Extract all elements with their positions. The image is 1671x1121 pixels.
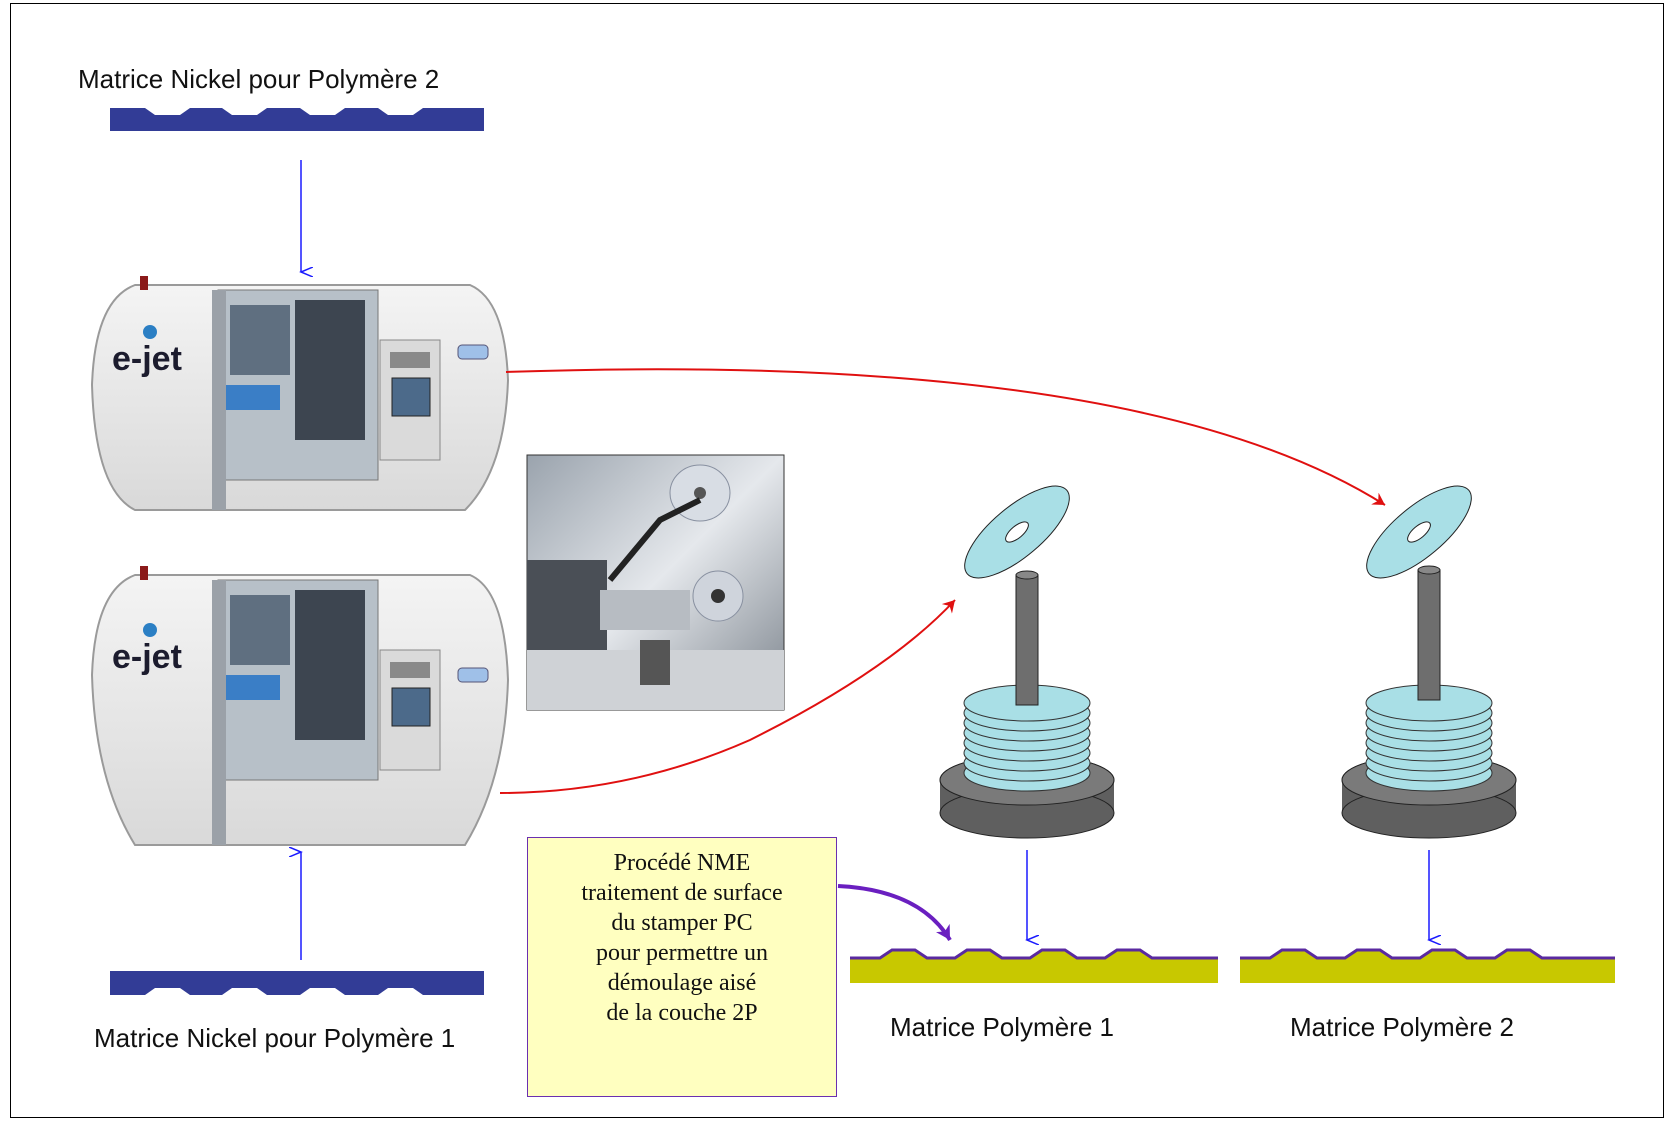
arrow-note-to-polymer1: [837, 884, 952, 942]
nickel-matrix-2-plate: [110, 108, 484, 131]
label-nickel-matrix-2: Matrice Nickel pour Polymère 2: [78, 64, 440, 94]
nickel-matrix-1-plate: [110, 971, 484, 995]
label-nickel-matrix-1: Matrice Nickel pour Polymère 1: [94, 1023, 456, 1053]
note-line: du stamper PC: [611, 910, 753, 936]
injection-machine-top: e-jet: [90, 276, 510, 511]
disc-stack-2: [1341, 485, 1517, 839]
nme-process-note: Procédé NME traitement de surface du sta…: [527, 837, 837, 1097]
note-line: pour permettre un: [596, 940, 768, 966]
label-polymer-matrix-1: Matrice Polymère 1: [890, 1012, 1114, 1042]
polymer-matrix-2-plate: [1240, 948, 1615, 983]
robot-handling-photo: [526, 454, 785, 711]
ejet-logo-bottom: e-jet: [112, 638, 182, 676]
injection-machine-bottom: e-jet: [90, 566, 510, 846]
arrow-machine-bottom-to-stack1: [499, 599, 956, 794]
note-line: de la couche 2P: [606, 1000, 758, 1026]
label-polymer-matrix-2: Matrice Polymère 2: [1290, 1012, 1514, 1042]
note-line: Procédé NME: [613, 850, 751, 876]
note-line: démoulage aisé: [607, 970, 757, 996]
disc-stack-1: [939, 485, 1115, 839]
polymer-matrix-1-plate: [850, 948, 1218, 983]
note-line: traitement de surface: [581, 880, 783, 906]
diagram-frame: [10, 3, 1664, 1118]
arrow-machine-top-to-stack2: [505, 368, 1386, 506]
ejet-logo-top: e-jet: [112, 340, 182, 378]
